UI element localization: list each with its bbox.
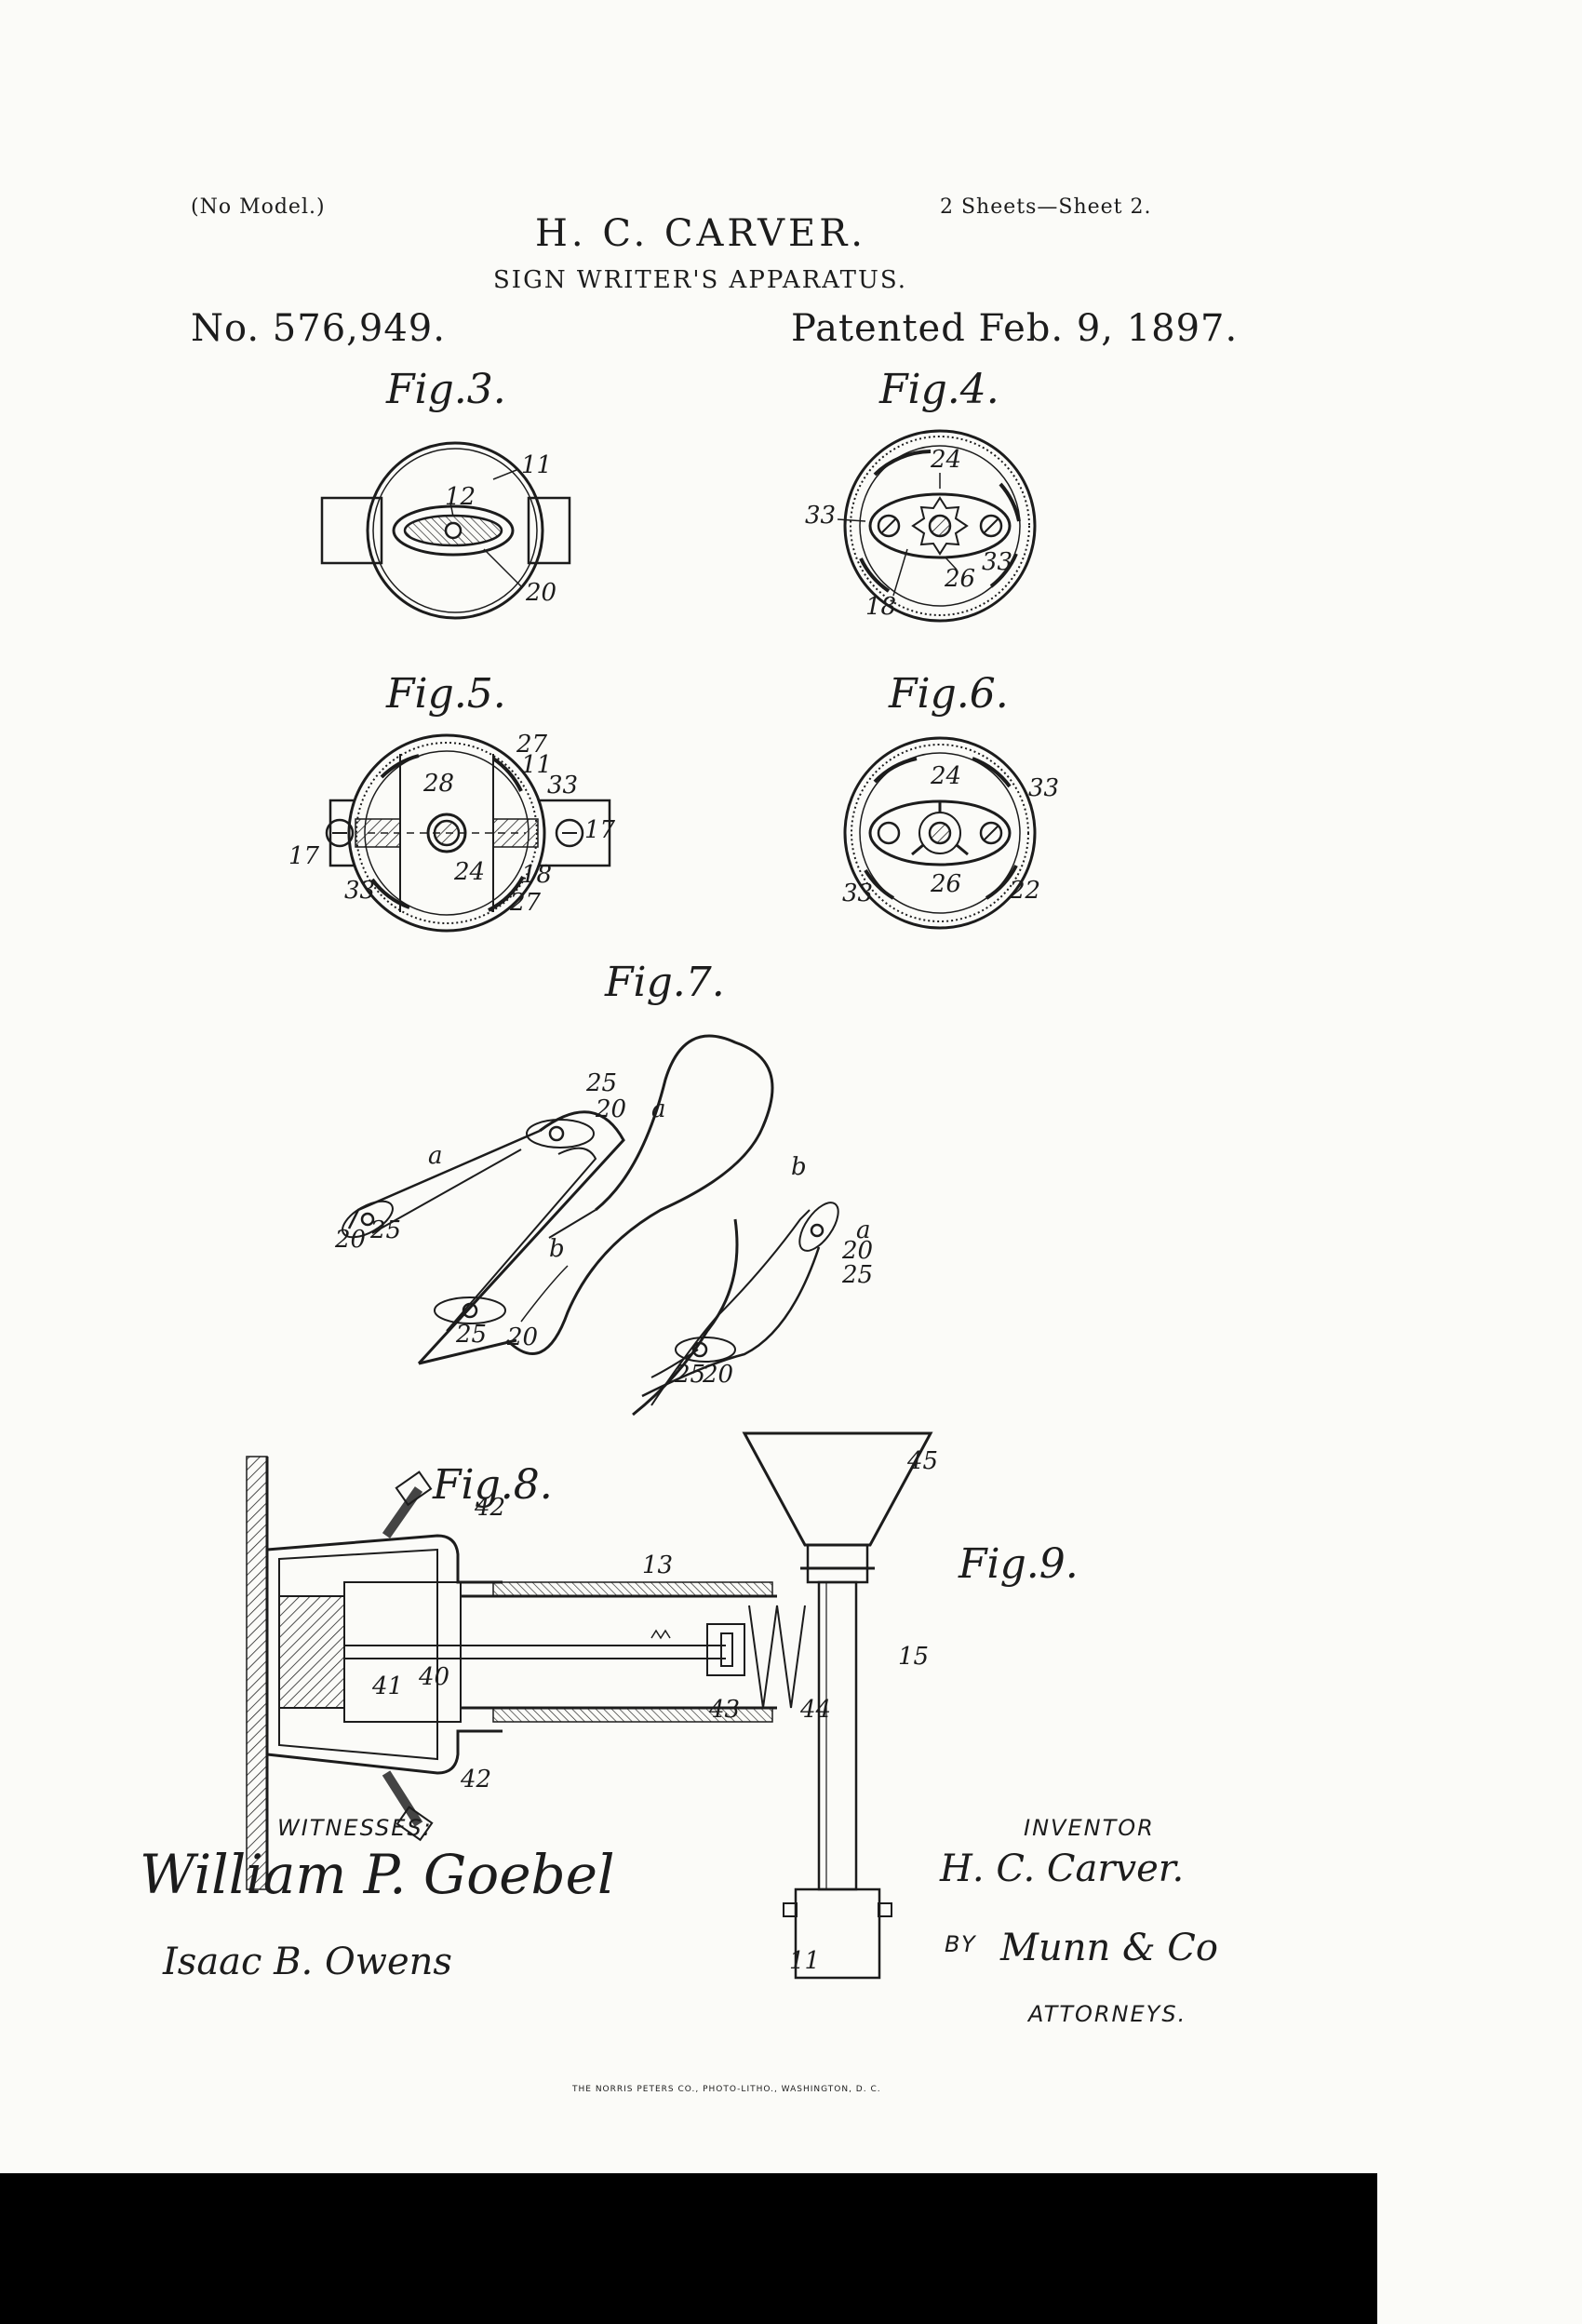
fig7-label-25c: 25	[455, 1321, 487, 1349]
fig3-label-11: 11	[521, 451, 552, 479]
fig5-label-11: 11	[521, 751, 552, 779]
fig-4-label: Fig.4.	[879, 366, 999, 413]
by-label: BY	[945, 1931, 977, 1957]
inventor-name-title: H. C. CARVER.	[535, 212, 867, 255]
figure-9-drawing	[742, 1431, 933, 1980]
invention-title: SIGN WRITER'S APPARATUS.	[493, 266, 908, 294]
figure-4-drawing	[837, 429, 1037, 623]
fig-7-label: Fig.7.	[605, 959, 725, 1006]
fig7-label-25d: 25	[841, 1261, 873, 1289]
fig7-label-20b: 20	[334, 1226, 366, 1254]
sheet-number: 2 Sheets—Sheet 2.	[940, 195, 1152, 219]
fig7-label-b1: b	[549, 1235, 565, 1263]
fig5-label-28: 28	[422, 770, 454, 798]
fig6-label-24: 24	[930, 762, 961, 790]
fig5-label-24: 24	[453, 858, 485, 886]
fig6-label-33b: 33	[842, 880, 873, 907]
fig9-label-11: 11	[789, 1947, 820, 1975]
fig6-label-33a: 33	[1028, 774, 1059, 802]
figure-8-drawing	[246, 1456, 806, 1890]
fig5-label-33b: 33	[344, 877, 375, 905]
fig4-label-18: 18	[865, 593, 896, 621]
fig5-label-33a: 33	[547, 772, 578, 799]
fig5-label-27b: 27	[509, 889, 542, 917]
fig4-label-33b: 33	[982, 548, 1012, 576]
fig8-label-42b: 42	[460, 1766, 491, 1793]
fig7-label-a3: a	[856, 1216, 871, 1244]
fig8-label-13: 13	[642, 1552, 673, 1579]
fig4-label-26: 26	[944, 565, 975, 593]
fig9-label-15: 15	[898, 1643, 929, 1671]
fig7-label-b2: b	[791, 1153, 807, 1181]
fig9-label-45: 45	[906, 1447, 938, 1475]
printer-credit: THE NORRIS PETERS CO., PHOTO-LITHO., WAS…	[572, 2085, 881, 2094]
fig-8-label: Fig.8.	[433, 1461, 553, 1509]
fig-5-label: Fig.5.	[386, 670, 506, 718]
fig8-label-40: 40	[418, 1663, 449, 1691]
scan-bottom-border	[0, 2173, 1377, 2324]
fig7-label-a1: a	[428, 1142, 443, 1170]
witnesses-label: WITNESSES:	[277, 1815, 433, 1841]
fig5-label-18: 18	[521, 861, 552, 889]
attorney-signature: Munn & Co	[1000, 1927, 1218, 1969]
fig8-label-41: 41	[371, 1672, 403, 1700]
fig-9-label: Fig.9.	[959, 1540, 1079, 1588]
fig7-label-25a: 25	[585, 1069, 617, 1097]
inventor-label: INVENTOR	[1024, 1815, 1155, 1841]
fig4-label-24: 24	[930, 446, 961, 474]
fig7-label-20a: 20	[595, 1095, 626, 1123]
patent-number: No. 576,949.	[191, 307, 446, 350]
fig3-label-12: 12	[445, 483, 476, 511]
figure-6-drawing	[843, 736, 1037, 930]
fig7-label-25e: 25	[674, 1361, 705, 1389]
fig7-label-25b: 25	[369, 1216, 401, 1244]
fig5-label-17a: 17	[288, 842, 320, 870]
fig8-label-44: 44	[799, 1696, 831, 1724]
figure-5-drawing	[325, 733, 611, 933]
witness-signature-2: Isaac B. Owens	[163, 1941, 452, 1983]
fig8-label-43: 43	[708, 1696, 740, 1724]
fig6-label-26: 26	[930, 870, 961, 898]
witness-signature-1: William P. Goebel	[140, 1843, 615, 1906]
fig8-label-42a: 42	[474, 1494, 505, 1522]
fig4-label-33a: 33	[805, 502, 836, 530]
figure-7-drawing	[342, 1034, 839, 1417]
fig7-label-20c: 20	[506, 1323, 538, 1351]
figure-3-drawing	[320, 441, 571, 620]
fig7-label-20d: 20	[841, 1237, 873, 1265]
fig3-label-20: 20	[525, 579, 556, 607]
attorneys-label: ATTORNEYS.	[1028, 2001, 1187, 2027]
fig5-label-17b: 17	[584, 816, 616, 844]
no-model-note: (No Model.)	[191, 195, 326, 219]
patent-date: Patented Feb. 9, 1897.	[791, 307, 1239, 350]
fig-3-label: Fig.3.	[386, 366, 506, 413]
fig7-label-20e: 20	[702, 1361, 733, 1389]
fig5-label-27a: 27	[516, 731, 548, 759]
fig6-label-22: 22	[1009, 877, 1040, 905]
fig-6-label: Fig.6.	[889, 670, 1009, 718]
inventor-signature: H. C. Carver.	[940, 1847, 1185, 1890]
fig7-label-a2: a	[651, 1095, 666, 1123]
